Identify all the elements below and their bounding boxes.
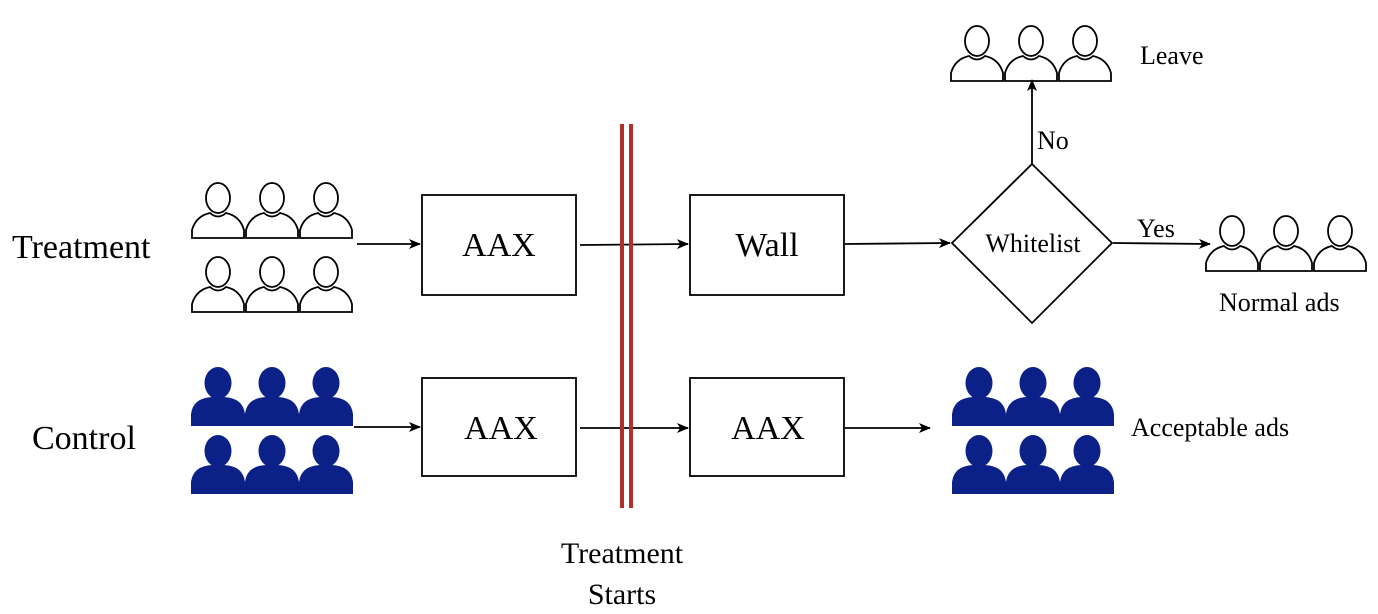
- person-outline-icon: [245, 182, 299, 239]
- control-aax-box-1: [421, 377, 577, 477]
- control-label: Control: [32, 420, 136, 457]
- person-filled-icon: [191, 435, 245, 494]
- treatment-aax-label: AAX: [462, 227, 536, 264]
- person-filled-icon: [191, 367, 245, 426]
- person-outline-icon: [1058, 25, 1112, 82]
- person-outline-icon: [299, 256, 353, 313]
- person-outline-icon: [299, 182, 353, 239]
- person-filled-icon: [952, 367, 1006, 426]
- person-filled-icon: [245, 435, 299, 494]
- person-outline-icon: [191, 182, 245, 239]
- acceptable-ads-people-group: [952, 367, 1114, 494]
- person-outline-icon: [1004, 25, 1058, 82]
- normal-ads-label: Normal ads: [1219, 288, 1340, 317]
- person-filled-icon: [1006, 367, 1060, 426]
- whitelist-label: Whitelist: [985, 229, 1081, 258]
- leave-label: Leave: [1140, 41, 1204, 70]
- control-people-group: [191, 367, 353, 494]
- person-filled-icon: [1006, 435, 1060, 494]
- treatment-people-group: [191, 182, 353, 313]
- person-outline-icon: [191, 256, 245, 313]
- acceptable-ads-label: Acceptable ads: [1131, 413, 1289, 442]
- arrow-whitelist-yes: [1112, 238, 1211, 249]
- arrow-wall-to-whitelist: [844, 238, 951, 249]
- control-aax-label-1: AAX: [464, 410, 538, 447]
- person-outline-icon: [245, 256, 299, 313]
- person-outline-icon: [950, 25, 1004, 82]
- person-filled-icon: [1060, 435, 1114, 494]
- leave-people-group: [950, 25, 1112, 82]
- treatment-aax-box: [421, 194, 577, 296]
- treatment-label: Treatment: [12, 229, 151, 266]
- normal-ads-people-group: [1205, 215, 1367, 272]
- treatment-starts-label-line1: Treatment: [561, 537, 684, 570]
- person-filled-icon: [952, 435, 1006, 494]
- treatment-starts-label-line2: Starts: [588, 578, 656, 611]
- arrow-aax-to-wall: [579, 239, 689, 250]
- control-aax-label-2: AAX: [731, 410, 805, 447]
- person-filled-icon: [299, 367, 353, 426]
- person-outline-icon: [1313, 215, 1367, 272]
- person-filled-icon: [245, 367, 299, 426]
- yes-label: Yes: [1137, 214, 1175, 243]
- whitelist-decision-diamond: [950, 162, 1114, 325]
- person-filled-icon: [1060, 367, 1114, 426]
- person-filled-icon: [299, 435, 353, 494]
- wall-label: Wall: [735, 227, 798, 264]
- person-outline-icon: [1259, 215, 1313, 272]
- person-outline-icon: [1205, 215, 1259, 272]
- wall-box: [689, 194, 845, 296]
- control-aax-box-2: [689, 377, 845, 477]
- no-label: No: [1037, 126, 1069, 155]
